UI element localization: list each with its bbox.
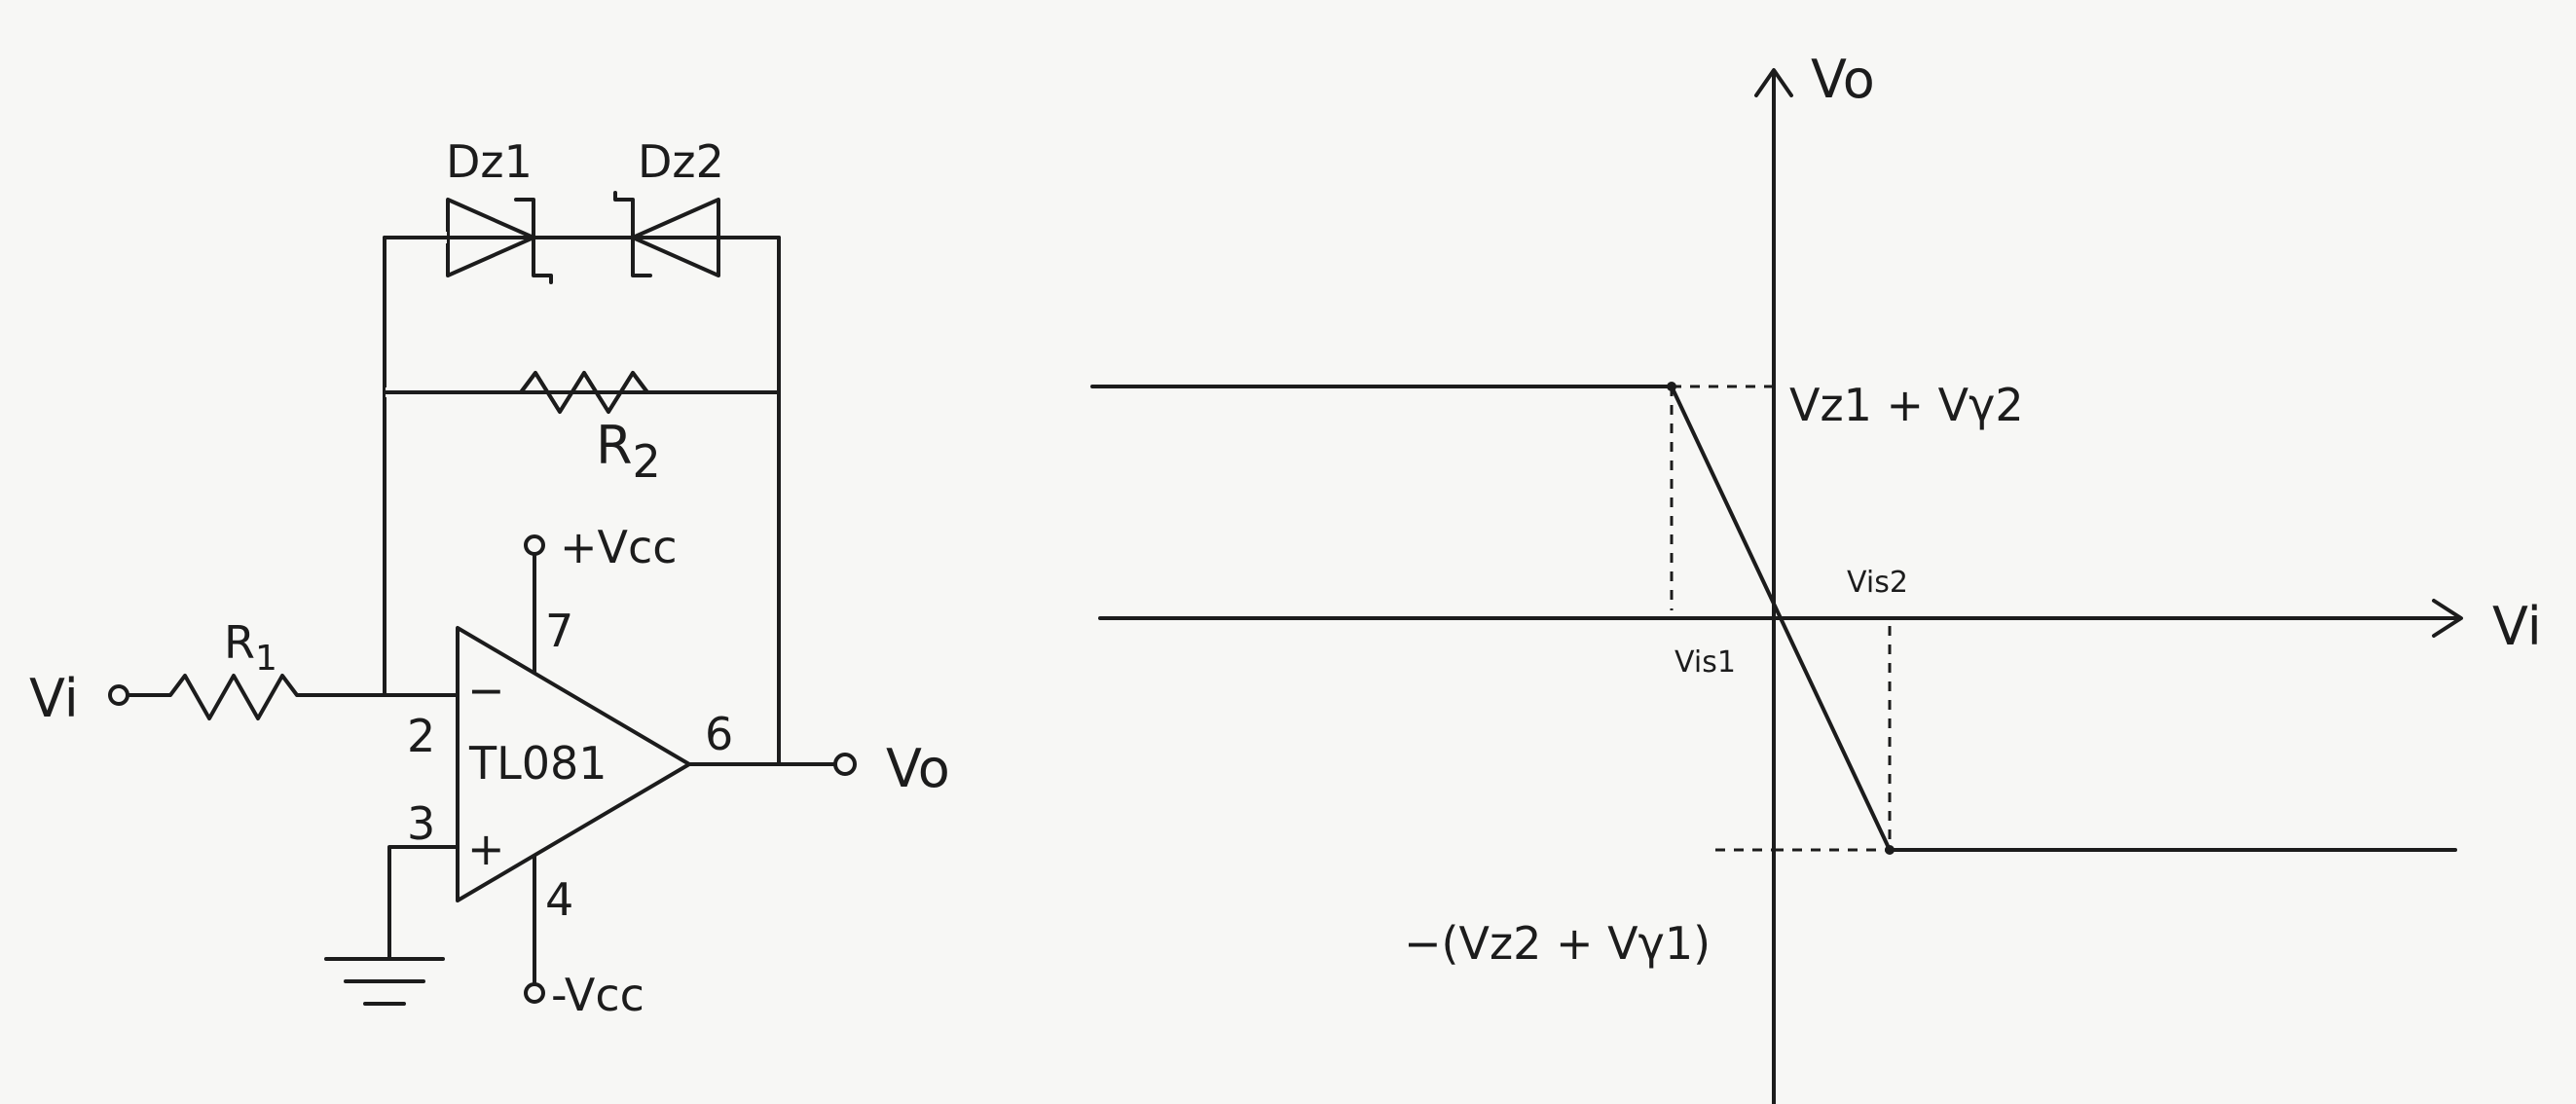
pin-6-label: 6 (705, 708, 733, 760)
r2-label: R2 (596, 415, 661, 488)
zener-dz2 (613, 191, 720, 277)
output-label: Vo (886, 738, 950, 799)
vcc-neg-terminal (524, 982, 545, 1004)
upper-breakpoint-dot (1667, 382, 1676, 391)
lower-breakpoint-dot (1885, 845, 1895, 855)
y-axis-arrow-icon (1754, 68, 1793, 97)
circuit: Vi R1 R2 Dz1 Dz2 TL081 − + 2 3 6 (29, 135, 950, 1021)
pin-4-label: 4 (545, 873, 573, 926)
zener-dz1 (446, 198, 553, 284)
transfer-curve (1090, 385, 2457, 852)
x-axis-label: Vi (2492, 596, 2542, 657)
dz1-label: Dz1 (446, 135, 533, 188)
opamp-label: TL081 (468, 737, 607, 790)
break-right-label: Vis2 (1847, 566, 1908, 600)
vcc-pos-terminal (524, 534, 545, 556)
feedback-frame (383, 236, 781, 765)
y-axis-label: Vo (1811, 49, 1875, 110)
transfer-graph: Vo Vi Vz1 + Vγ2 −(Vz2 + Vγ1) Vis1 Vis2 (1090, 49, 2542, 1104)
pin-3-label: 3 (407, 797, 435, 850)
r1-label: R1 (224, 616, 277, 679)
upper-level-label: Vz1 + Vγ2 (1789, 379, 2024, 431)
pin-2-label: 2 (407, 710, 435, 762)
lower-level-label: −(Vz2 + Vγ1) (1404, 917, 1711, 970)
vcc-neg-label: -Vcc (551, 969, 644, 1021)
ground-wire (387, 845, 460, 961)
opamp-triangle (456, 626, 691, 902)
break-left-label: Vis1 (1674, 645, 1736, 680)
input-terminal (108, 684, 129, 706)
dz2-label: Dz2 (638, 135, 724, 188)
output-terminal (833, 753, 857, 776)
input-label: Vi (29, 668, 79, 729)
opamp-noninv-sign: + (467, 823, 505, 875)
x-axis-arrow-icon (2432, 599, 2463, 638)
guide-lines (1670, 385, 1892, 852)
opamp-inv-sign: − (467, 664, 505, 717)
resistor-r1 (126, 674, 386, 720)
resistor-r2-trace (383, 371, 781, 414)
ground-icon (324, 957, 445, 1006)
pin-7-label: 7 (545, 605, 573, 657)
vcc-pos-label: +Vcc (560, 521, 678, 573)
